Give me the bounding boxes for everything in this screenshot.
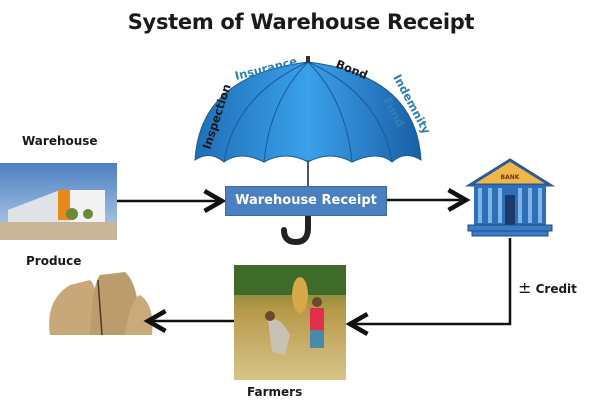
farmers-image	[234, 265, 346, 380]
credit-label: ± Credit	[518, 278, 577, 297]
farmers-label: Farmers	[247, 385, 303, 399]
warehouse-label: Warehouse	[22, 134, 98, 148]
bank-icon	[464, 158, 556, 237]
produce-label: Produce	[26, 254, 82, 268]
warehouse-image	[0, 163, 117, 240]
warehouse-receipt-box: Warehouse Receipt	[225, 186, 387, 216]
produce-sacks-image	[49, 272, 153, 336]
plus-minus-icon: ±	[518, 278, 532, 297]
arrow-bank-to-farmers	[345, 238, 512, 336]
credit-text: Credit	[535, 282, 577, 296]
diagram-title: System of Warehouse Receipt	[127, 10, 475, 34]
bank-sign: BANK	[501, 174, 520, 181]
umbrella-icon	[194, 56, 422, 246]
